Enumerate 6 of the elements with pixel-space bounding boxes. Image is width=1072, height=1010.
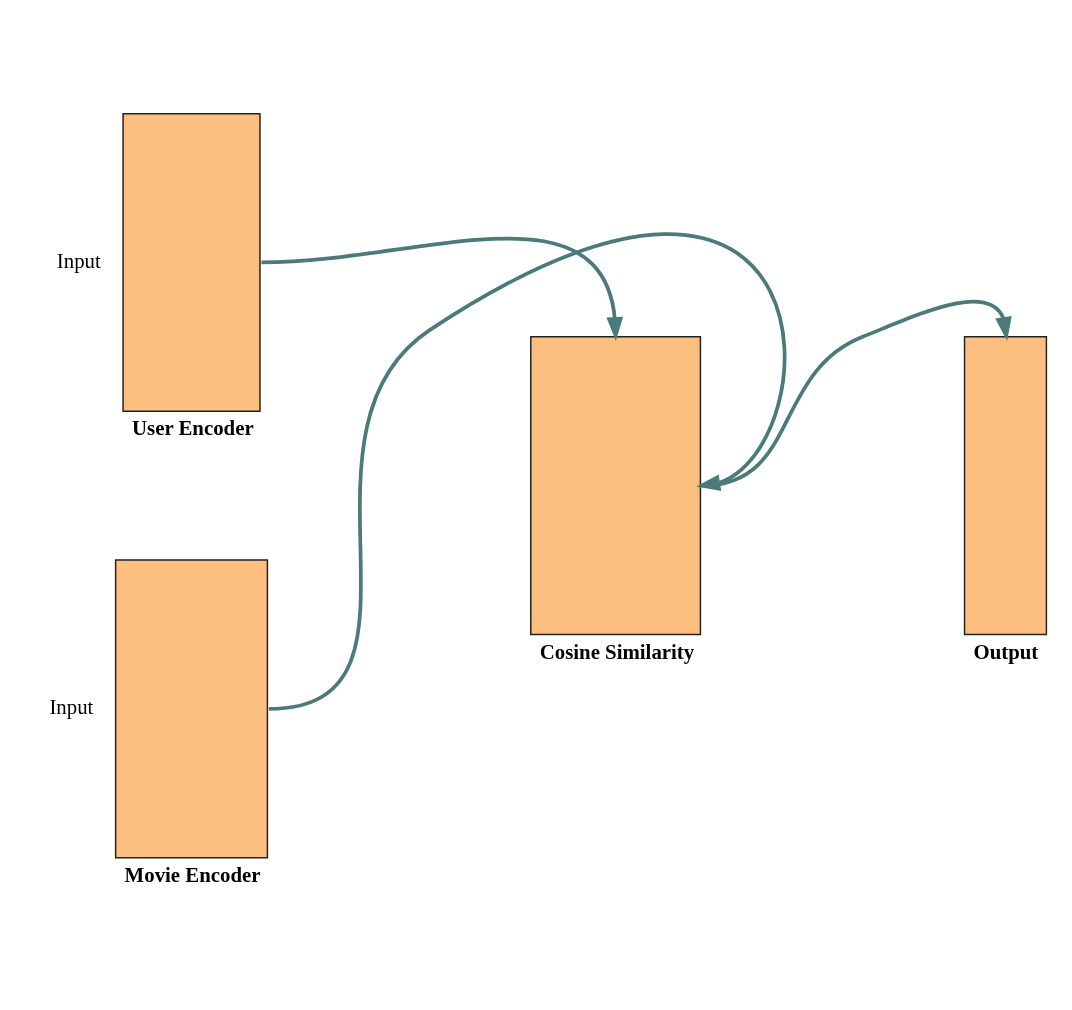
node-label: Input (56, 248, 101, 273)
node-label: Output (973, 639, 1039, 664)
node-label: Input (49, 695, 94, 720)
node-label: Cosine Similarity (539, 639, 695, 664)
node-label: User Encoder (132, 416, 254, 441)
node-label: Movie Encoder (124, 862, 261, 887)
